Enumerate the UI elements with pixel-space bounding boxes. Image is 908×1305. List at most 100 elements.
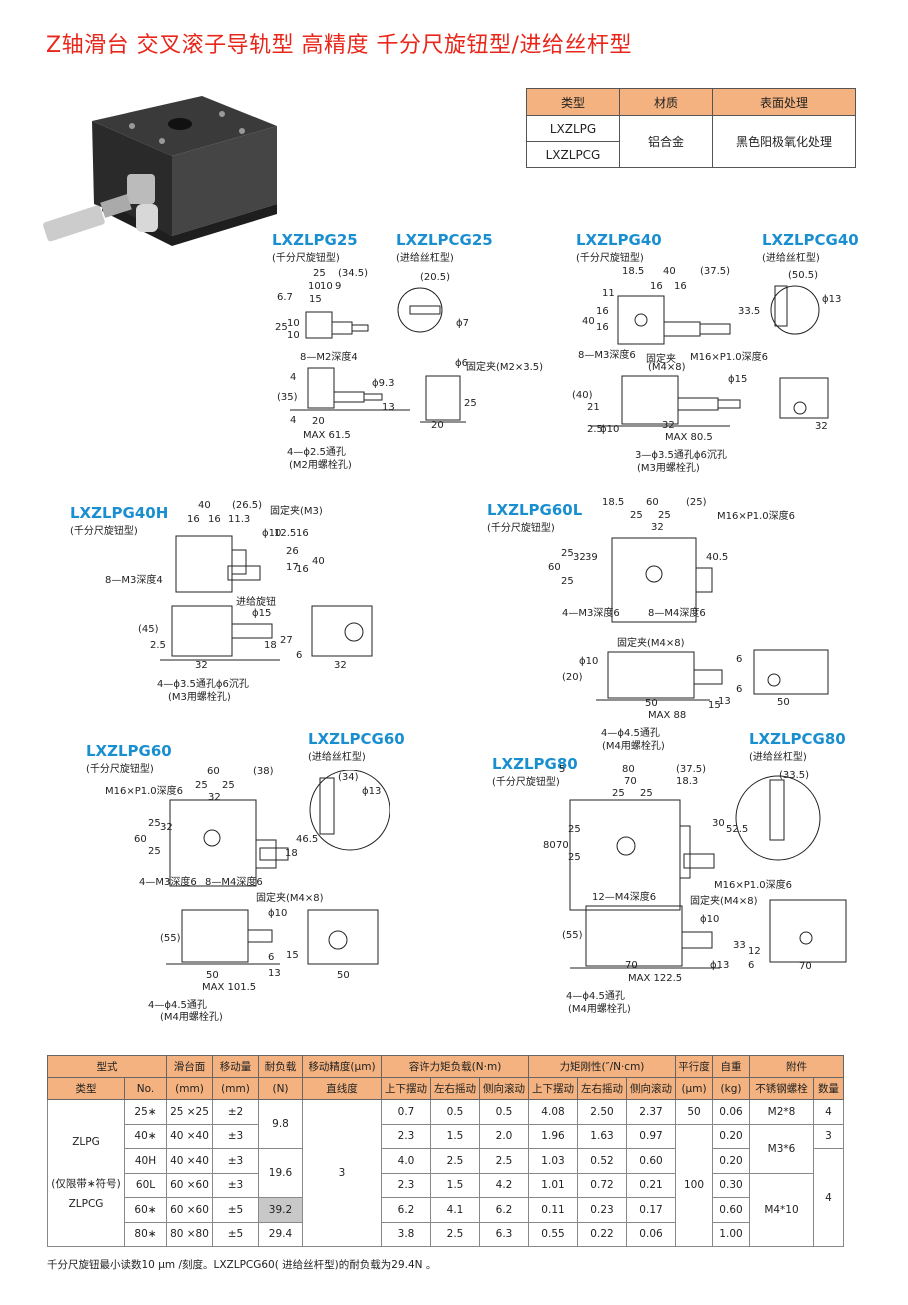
dim-text: ϕ10 (700, 914, 720, 925)
drawing-title-lxzlpcg25: LXZLPCG25 (396, 231, 493, 249)
cell: 100 (675, 1123, 713, 1247)
dim-text: 16 (650, 281, 663, 292)
dim-text: 10 (320, 281, 333, 292)
product-photo (43, 96, 277, 246)
cell: 1.63 (577, 1123, 627, 1149)
th-face-unit: (mm) (166, 1077, 213, 1100)
cell: 0.06 (712, 1099, 750, 1125)
dim-text: (40) (572, 390, 593, 401)
cell: 0.60 (626, 1148, 676, 1174)
dim-text: 5 (559, 764, 566, 775)
cell: 4.2 (479, 1172, 529, 1198)
dim-text: MAX 80.5 (665, 432, 713, 443)
dim-text: 18 (264, 640, 277, 651)
dim-text: (20.5) (420, 272, 451, 283)
material-header: 材质 (619, 88, 713, 116)
cell: 40 ×40 (166, 1148, 213, 1174)
dim-text: 18.5 (622, 266, 645, 277)
dim-text: 25 (561, 576, 574, 587)
dim-text: 4—ϕ2.5通孔 (287, 447, 346, 458)
dim-text: 70 (624, 776, 637, 787)
dim-text: 16 (296, 528, 309, 539)
dim-text: 10 (287, 330, 300, 341)
dim-text: 9 (335, 281, 342, 292)
dim-text: 80 (622, 764, 635, 775)
dim-text: ϕ7 (456, 318, 469, 329)
dim-text: 30 (712, 818, 725, 829)
dim-text: 32 (208, 792, 221, 803)
dim-text: (55) (160, 933, 181, 944)
dim-text: 33 (733, 940, 746, 951)
table-row: 60L 60 ×60 ±3 2.3 1.5 4.2 1.01 0.72 0.21… (48, 1172, 844, 1247)
dim-text: 33.5 (738, 306, 761, 317)
cell: 2.0 (479, 1123, 529, 1149)
drawing-lxzlpg40h (160, 535, 373, 661)
dim-text: 8—M3深度6 (578, 350, 636, 361)
dim-text: 13 (382, 402, 395, 413)
dim-text: 固定夹(M3) (270, 506, 323, 517)
dim-text: 3—ϕ3.5通孔ϕ6沉孔 (635, 450, 727, 461)
dim-text: (45) (138, 624, 159, 635)
dim-text: MAX 122.5 (628, 973, 683, 984)
cell: 9.8 (258, 1099, 303, 1149)
drawing-title-lxzlpg80: LXZLPG80 (492, 755, 578, 773)
dim-text: 25 (568, 852, 581, 863)
drawing-lxzlpg25 (290, 287, 466, 423)
dim-text: 25 (148, 846, 161, 857)
dim-text: MAX 88 (648, 710, 687, 721)
page-title: Z轴滑台 交叉滚子导轨型 高精度 千分尺旋钮型/进给丝杆型 (46, 33, 632, 58)
th-weight-unit: (kg) (712, 1077, 750, 1100)
cell: 80 ×80 (166, 1221, 213, 1247)
cell: 1.5 (430, 1172, 480, 1198)
type-lxzlpcg: LXZLPCG (526, 141, 620, 168)
dim-text: MAX 101.5 (202, 982, 257, 993)
th-weight: 自重 (712, 1055, 750, 1078)
dim-text: 8—M3深度4 (105, 575, 163, 586)
drawing-title-lxzlpg60l: LXZLPG60L (487, 501, 583, 519)
dim-text: 25 (658, 510, 671, 521)
cell: 19.6 (258, 1148, 303, 1198)
dim-text: 12—M4深度6 (592, 892, 657, 903)
cell-highlighted: 39.2 (258, 1197, 303, 1223)
table-row: ZLPG (仅限带∗符号) ZLPCG 25∗ 25 ×25 ±2 9.8 3 … (47, 1099, 844, 1247)
th-bolt: 不锈钢螺栓 (749, 1077, 814, 1100)
th-travel: 移动量 (212, 1055, 259, 1078)
th-roll-r: 侧向滚动 (626, 1077, 676, 1100)
cell: 2.5 (430, 1221, 480, 1247)
dim-text: 固定夹(M4×8) (690, 896, 758, 907)
dim-text: 32 (651, 522, 664, 533)
cell: 0.60 (712, 1197, 750, 1223)
cell: 50 (675, 1099, 713, 1125)
dim-text: 25 (148, 818, 161, 829)
dim-text: (50.5) (788, 270, 819, 281)
dim-text: 50 (206, 970, 219, 981)
dim-text: 60 (207, 766, 220, 777)
dim-text: 32 (573, 552, 586, 563)
th-yaw-r: 左右摇动 (577, 1077, 627, 1100)
dim-text: 6 (748, 960, 755, 971)
dim-text: 50 (777, 697, 790, 708)
drawing-sub-lxzlpg60l: (千分尺旋钮型) (487, 523, 555, 534)
table-row: 80∗ 80 ×80 ±5 29.4 3.8 2.5 6.3 0.55 0.22… (48, 1221, 844, 1247)
dim-text: ϕ6 (455, 358, 468, 369)
dim-text: 2.5 (150, 640, 166, 651)
type-lxzlpg: LXZLPG (526, 115, 620, 142)
dim-text: 20 (431, 420, 444, 431)
cell: 3 (813, 1123, 844, 1149)
th-accessory: 附件 (749, 1055, 844, 1078)
cell: ±5 (212, 1221, 259, 1247)
dim-text: 25 (568, 824, 581, 835)
drawing-sub-lxzlpcg40: (进给丝杠型) (762, 253, 820, 264)
cell: 0.22 (577, 1221, 627, 1247)
cell: 40∗ (124, 1123, 167, 1149)
dim-text: (33.5) (779, 770, 810, 781)
dim-text: 25 (195, 780, 208, 791)
cell: ±3 (212, 1172, 259, 1198)
dim-text: 17 (286, 562, 299, 573)
dim-text: M16×P1.0深度6 (714, 880, 793, 891)
dim-text: 46.5 (296, 834, 319, 845)
th-yaw: 左右摇动 (430, 1077, 480, 1100)
type-header: 类型 (526, 88, 620, 116)
dim-text: 4—ϕ3.5通孔ϕ6沉孔 (157, 679, 249, 690)
table-row: 40H 40 ×40 ±3 19.6 4.0 2.5 2.5 1.03 0.52… (48, 1148, 844, 1247)
